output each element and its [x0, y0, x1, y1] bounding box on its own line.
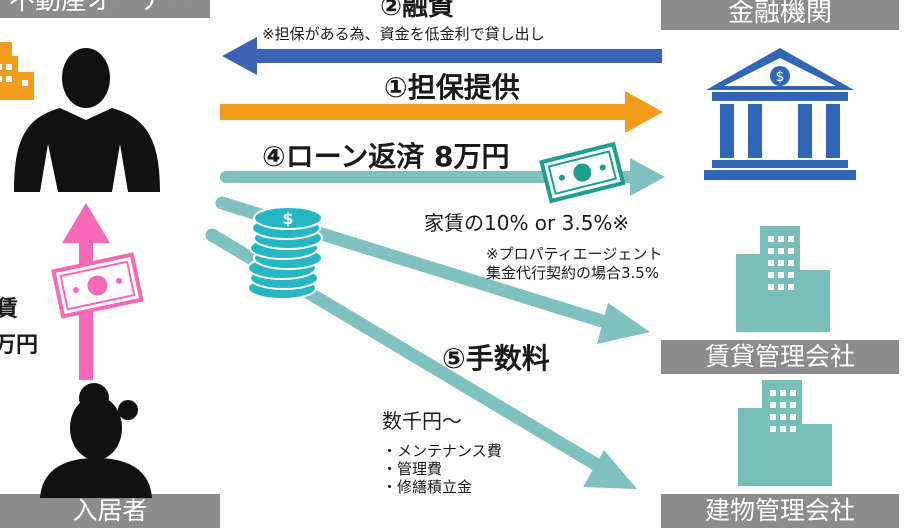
svg-text:$: $: [776, 69, 785, 85]
owner-building-icon: [0, 42, 34, 100]
coin-stack-icon: $: [247, 206, 323, 300]
rent-banknote-icon: [51, 252, 144, 319]
bank-label: 金融機関: [661, 0, 899, 30]
building-item-2: ・管理費: [382, 460, 443, 478]
building-company-label: 建物管理会社: [661, 494, 899, 528]
rent-fee-text: 家賃の10% or 3.5%※: [424, 211, 630, 235]
banknote-icon: [539, 141, 626, 204]
svg-text:$: $: [282, 209, 293, 228]
owner-silhouette-icon: [14, 48, 160, 192]
building-item-3: ・修繕積立金: [382, 478, 473, 496]
rent-left-text-1: 賃: [0, 297, 19, 322]
repayment-title: ④ローン返済 8万円: [262, 140, 510, 173]
building-company-building-icon: [738, 380, 832, 486]
commission-title: ⑤手数料: [442, 342, 550, 375]
tenant-label: 入居者: [0, 494, 220, 528]
rental-company-building-icon: [736, 226, 830, 332]
rent-fee-note-1: ※プロパティエージェント: [486, 245, 663, 263]
owner-label: 不動産オーナー: [0, 0, 210, 18]
rent-fee-note-2: 集金代行契約の場合3.5%: [486, 264, 660, 282]
tenant-silhouette-icon: [40, 383, 152, 498]
loan-title: ②融資: [380, 0, 455, 22]
loan-note: ※担保がある為、資金を低金利で貸し出し: [262, 25, 545, 43]
collateral-title: ①担保提供: [384, 71, 520, 104]
building-fee-text: 数千円〜: [382, 409, 462, 433]
rent-left-text-2: 万円: [0, 333, 39, 358]
rental-company-label: 賃貸管理会社: [661, 340, 899, 374]
bank-icon: $: [704, 48, 856, 180]
building-item-1: ・メンテナンス費: [382, 442, 502, 460]
